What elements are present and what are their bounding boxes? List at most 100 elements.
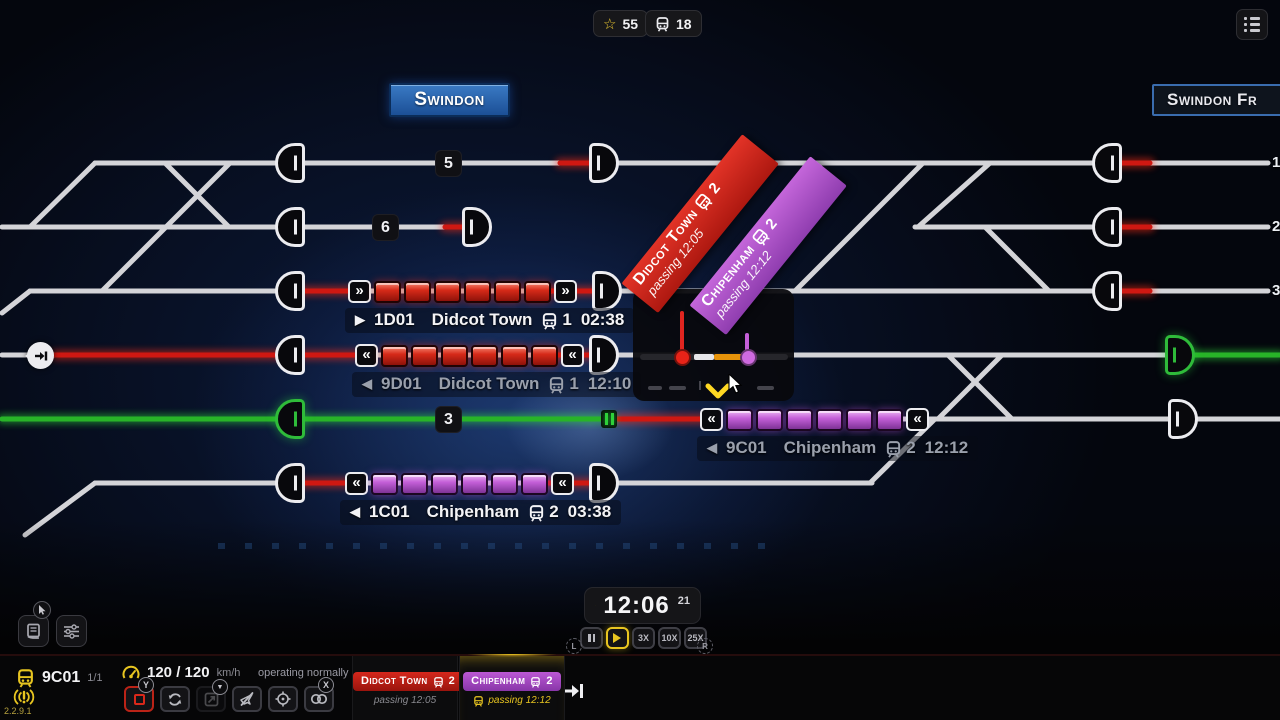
stop-name: Chipenham (471, 675, 526, 687)
train-time: 12:10 (587, 374, 632, 393)
tag-leader-red (680, 311, 684, 355)
train-head-icon: « (355, 344, 378, 367)
train-head-icon: « (345, 472, 368, 495)
train-id: 1C01 (369, 502, 410, 521)
star-icon: ☆ (603, 15, 617, 33)
selected-train-id: 9C01 (42, 668, 81, 686)
timeline-segment-clear (694, 354, 714, 360)
signal[interactable] (1092, 143, 1122, 183)
timeline-dash (648, 386, 662, 390)
routed-track[interactable] (0, 352, 1280, 422)
signal[interactable] (275, 463, 305, 503)
menu-button[interactable] (1236, 9, 1268, 40)
signal[interactable] (275, 335, 305, 375)
signal[interactable] (275, 207, 305, 247)
mouse-cursor (728, 372, 745, 401)
train-icon (433, 676, 444, 688)
speed-unit: km/h (216, 666, 241, 679)
signal[interactable] (1092, 207, 1122, 247)
bumper-left-hint: L (566, 638, 582, 654)
bumper-right-hint: R (697, 638, 713, 654)
link-icon (310, 693, 328, 705)
skip-to-next-stop-button[interactable] (563, 682, 585, 705)
train-1d01[interactable]: » » (348, 280, 577, 303)
speed-controls: 3X 10X 25X (580, 627, 707, 649)
train-icon (750, 226, 773, 249)
controller-x-hint: X (318, 677, 334, 693)
speed-10x-button[interactable]: 10X (658, 627, 681, 649)
refresh-icon (168, 692, 182, 706)
speed-3x-button[interactable]: 3X (632, 627, 655, 649)
cursor-hint-badge (33, 601, 51, 619)
auto-route-off-button[interactable] (232, 686, 262, 712)
destination-tag-chipenham[interactable]: Chipenham 2 passing 12:12 (689, 156, 847, 335)
train-icon (548, 376, 565, 394)
schedule-stop-didcot[interactable]: Didcot Town 2 passing 12:05 (352, 656, 464, 720)
train-label-1c01[interactable]: ◀ 1C01 Chipenham 2 03:38 (340, 500, 622, 525)
filter-settings-button[interactable] (56, 615, 87, 647)
platform: 1 (541, 310, 572, 330)
log-book-button[interactable] (18, 615, 49, 647)
stop-icon (133, 693, 145, 705)
signal[interactable] (592, 271, 622, 311)
play-button[interactable] (606, 627, 629, 649)
track-number-badge: 6 (372, 214, 399, 241)
selected-train[interactable]: 9C01 1/1 (16, 668, 103, 688)
tag-leader-purple (745, 333, 749, 355)
train-label-1d01[interactable]: ▶ 1D01 Didcot Town 1 02:38 (345, 308, 635, 333)
edge-track-number: 3 (1272, 282, 1280, 299)
train-destination: Chipenham (426, 502, 520, 521)
train-head-icon: » (554, 280, 577, 303)
train-label-9c01[interactable]: ◀ 9C01 Chipenham 2 12:12 (697, 436, 979, 461)
train-label-9d01[interactable]: ◀ 9D01 Didcot Town 1 12:10 (352, 372, 642, 397)
train-icon (541, 312, 558, 330)
crosshair-icon (275, 691, 291, 707)
pause-button[interactable] (580, 627, 603, 649)
direction-arrow-icon: ◀ (707, 440, 717, 455)
destination-tag-didcot[interactable]: Didcot Town 2 passing 12:05 (621, 134, 779, 313)
schedule-stop-chipenham[interactable]: Chipenham 2 passing 12:12 (459, 654, 565, 720)
train-time: 12:12 (924, 438, 969, 457)
stop-chip-chipenham[interactable]: Chipenham 2 (463, 672, 561, 691)
train-count: 18 (676, 15, 692, 32)
controller-dpad-down-hint: ▼ (212, 679, 228, 695)
arrow-to-bar-icon (565, 684, 583, 698)
stop-platform: 2 (448, 675, 456, 687)
signal-green[interactable] (275, 399, 305, 439)
reverse-train-button[interactable] (160, 686, 190, 712)
chevron-down-icon[interactable] (705, 383, 731, 406)
timeline-stop-dot-red[interactable] (674, 349, 691, 366)
train-9d01[interactable]: « « (355, 344, 584, 367)
stop-status: passing 12:05 (373, 695, 437, 706)
route-end-marker (601, 410, 617, 428)
stop-status-selected: passing 12:12 (460, 695, 564, 707)
train-head-icon: « (561, 344, 584, 367)
signal[interactable] (1092, 271, 1122, 311)
signal[interactable] (275, 271, 305, 311)
station-board-swindon-fr: Swindon Fr (1152, 84, 1280, 116)
train-1c01[interactable]: « « (345, 472, 574, 495)
stop-chip-didcot[interactable]: Didcot Town 2 (353, 672, 464, 691)
train-icon (885, 440, 902, 458)
train-head-icon: » (348, 280, 371, 303)
train-head-icon: « (551, 472, 574, 495)
train-9c01[interactable]: « « (700, 408, 929, 431)
train-time: 02:38 (580, 310, 625, 329)
train-icon (473, 696, 484, 707)
station-board-swindon: Swindon (389, 83, 510, 117)
schedule-dotted-line (218, 543, 780, 549)
clock-time: 12:06 (603, 591, 670, 619)
signal[interactable] (275, 143, 305, 183)
stop-platform: 2 (546, 675, 553, 687)
timeline-stop-dot-purple[interactable] (740, 349, 757, 366)
timeline-dash (757, 386, 774, 390)
clock-seconds: 21 (677, 595, 690, 607)
train-icon (530, 676, 541, 688)
bottom-control-bar: 9C01 1/1 2.2.9.1 120 / 120 km/h operati (0, 654, 1280, 720)
timeline-segment-warning (714, 354, 744, 360)
train-destination: Didcot Town (431, 310, 533, 329)
stop-name: Didcot Town (361, 675, 428, 687)
focus-train-button[interactable] (268, 686, 298, 712)
timeline-tick (699, 381, 701, 390)
